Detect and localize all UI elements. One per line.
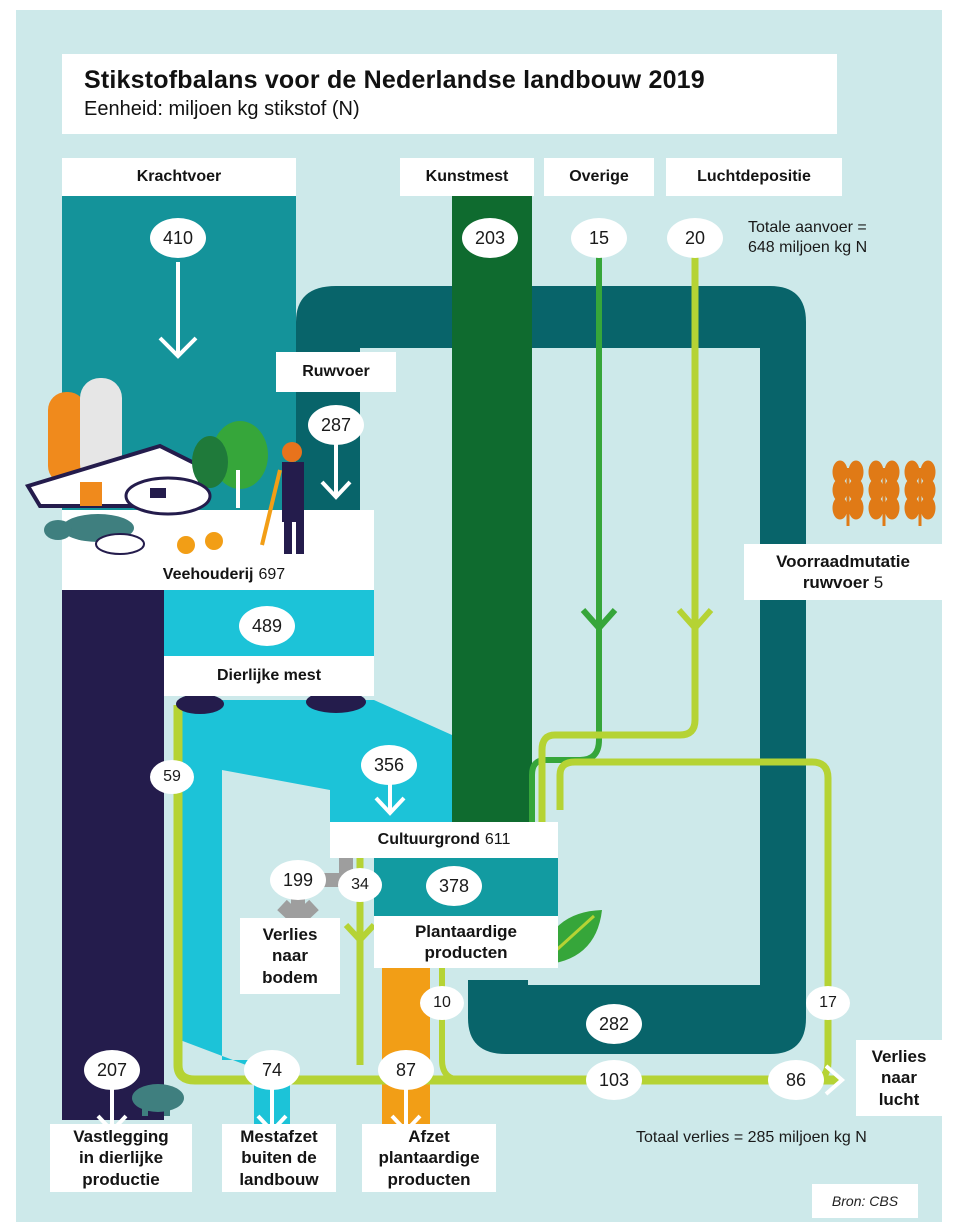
- farm-illustration: [24, 378, 304, 555]
- overige-label: Overige: [544, 158, 654, 196]
- krachtvoer-label: Krachtvoer: [62, 158, 296, 196]
- plantaardig-naar-lucht-line: [439, 965, 463, 1083]
- mestafzet-label: Mestafzet buiten de landbouw: [222, 1124, 336, 1192]
- voorraadmutatie-label: Voorraadmutatie ruwvoer 5: [744, 544, 942, 600]
- voorraadmutatie-value: 5: [873, 573, 884, 592]
- ruwvoer-label: Ruwvoer: [276, 352, 396, 392]
- kunstmest-flow: [452, 196, 532, 822]
- luchtdepositie-arrow: [676, 608, 714, 633]
- lucht-totaal-value: 86: [768, 1060, 824, 1100]
- verlies-naar-bodem-label: Verlies naar bodem: [240, 918, 340, 994]
- verlies-lucht-arrow: [824, 1064, 846, 1096]
- mestafzet-value: 74: [244, 1050, 300, 1090]
- source-label: Bron: CBS: [812, 1184, 918, 1218]
- manure-piles: [176, 675, 366, 714]
- lucht-via-mest-value: 103: [586, 1060, 642, 1100]
- mest-naar-cultuurgrond-value: 356: [361, 745, 417, 785]
- luchtdepositie-flow: [538, 256, 699, 822]
- diagram-subtitle: Eenheid: miljoen kg stikstof (N): [84, 98, 360, 120]
- ruwvoer-value: 287: [308, 405, 364, 445]
- ruwvoer-arrow: [320, 442, 352, 500]
- overige-flow: [529, 256, 602, 822]
- mest-cultuurgrond-arrow: [374, 780, 406, 816]
- pig-illustration: [132, 1084, 184, 1116]
- vastlegging-value: 207: [84, 1050, 140, 1090]
- wheat-illustration: [832, 460, 936, 526]
- dierlijke-mest-value: 489: [239, 606, 295, 646]
- krachtvoer-arrow: [158, 262, 198, 359]
- overige-value: 15: [571, 218, 627, 258]
- overige-arrow: [580, 608, 618, 633]
- cultuurgrond-naar-lucht-value: 34: [338, 868, 382, 902]
- cultuurgrond-naar-lucht-arrow: [343, 922, 377, 945]
- luchtdepositie-label: Luchtdepositie: [666, 158, 842, 196]
- verlies-naar-lucht-label: Verlies naar lucht: [856, 1040, 942, 1116]
- cultuurgrond-gewas-value: 378: [426, 866, 482, 906]
- kunstmest-value: 203: [462, 218, 518, 258]
- diagram-title: Stikstofbalans voor de Nederlandse landb…: [84, 66, 705, 94]
- kunstmest-label: Kunstmest: [400, 158, 534, 196]
- afzet-label: Afzet plantaardige producten: [362, 1124, 496, 1192]
- vastlegging-label: Vastlegging in dierlijke productie: [50, 1124, 192, 1192]
- vastlegging-flow: [62, 590, 164, 1120]
- totale-aanvoer-note: Totale aanvoer = 648 miljoen kg N: [748, 219, 868, 256]
- verlies-bodem-value: 199: [270, 860, 326, 900]
- lucht-rechts-value: 17: [806, 986, 850, 1020]
- mest-naar-lucht-line: [173, 705, 840, 1085]
- plantaardige-producten-label: Plantaardige producten: [374, 916, 558, 968]
- ruwvoer-terug-value: 282: [586, 1004, 642, 1044]
- afzet-value: 87: [378, 1050, 434, 1090]
- cultuurgrond-value: 611: [484, 831, 511, 849]
- mest-naar-lucht-value: 59: [150, 760, 194, 794]
- dierlijke-mest-label: Dierlijke mest: [164, 656, 374, 696]
- veehouderij-value: 697: [258, 566, 286, 584]
- plantaardig-naar-lucht-value: 10: [420, 986, 464, 1020]
- totaal-verlies-note: Totaal verlies = 285 miljoen kg N: [636, 1129, 867, 1146]
- lucht-rechts-line: [556, 758, 832, 1084]
- luchtdepositie-value: 20: [667, 218, 723, 258]
- krachtvoer-value: 410: [150, 218, 206, 258]
- title-box: Stikstofbalans voor de Nederlandse landb…: [62, 54, 837, 134]
